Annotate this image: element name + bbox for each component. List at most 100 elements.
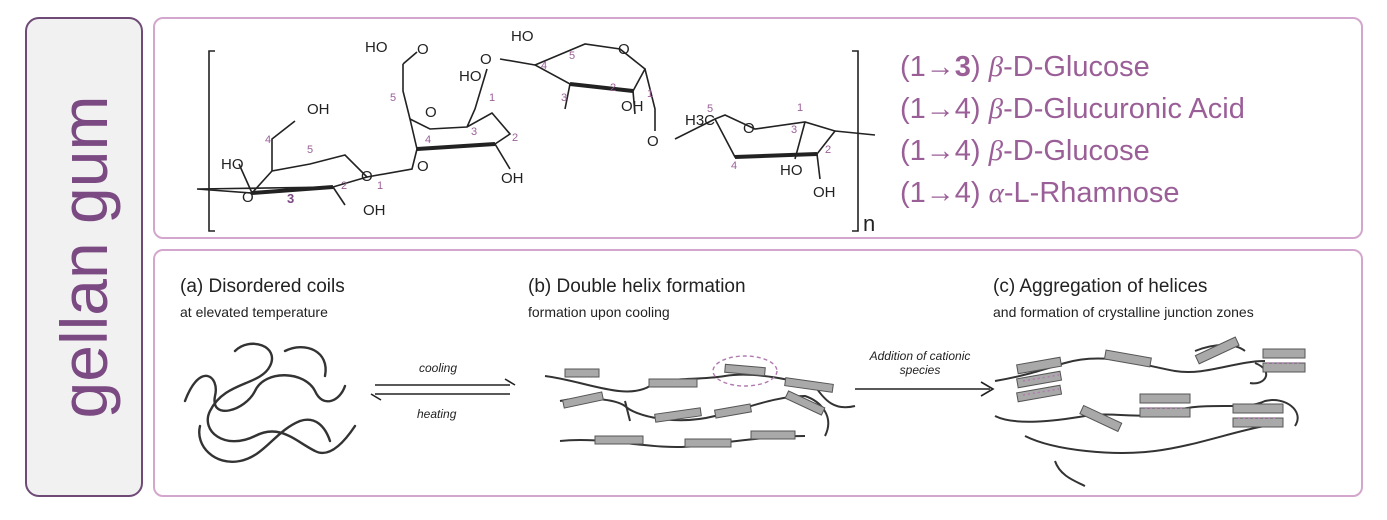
atom-number: 1 — [489, 92, 495, 104]
legend-rest: -D-Glucose — [1003, 135, 1150, 167]
hooc-label: HO — [365, 39, 388, 56]
junction-zones — [1022, 362, 1301, 419]
helix-rod — [1016, 384, 1063, 403]
atom-number: 4 — [731, 160, 737, 172]
helix-rod — [1232, 403, 1284, 414]
o-ring3-label: O — [618, 41, 630, 58]
o-left-label: O — [242, 189, 254, 206]
ho-r-label: HO — [780, 162, 803, 179]
oh-g3-label: OH — [621, 98, 644, 115]
helix-rod — [784, 377, 834, 393]
helix-rod — [784, 390, 826, 416]
atom-number: 4 — [541, 60, 547, 72]
helix-rod — [684, 438, 732, 448]
atom-number: 3 — [791, 124, 797, 136]
atom-number: 2 — [512, 132, 518, 144]
aggregated-network — [994, 336, 1306, 487]
legend-rest: -L-Rhamnose — [1003, 177, 1180, 209]
atom-number: 2 — [825, 144, 831, 156]
cooling-label: cooling — [419, 361, 458, 375]
helix-rod — [1016, 356, 1063, 375]
helix-rod — [1016, 370, 1063, 389]
stage-b-subtitle: formation upon cooling — [528, 304, 670, 320]
legend-item-1: (1→3) β-D-Glucose — [900, 51, 1150, 84]
legend-prefix: (1→4) — [900, 93, 989, 125]
oh-g1-label: OH — [363, 202, 386, 219]
o-link-top-label: O — [480, 51, 492, 68]
legend-greek: β — [988, 51, 1004, 83]
cationic-line-2: species — [899, 363, 941, 377]
helix-rod — [1103, 349, 1152, 368]
helix-rod — [1139, 407, 1191, 418]
ho-left-label: HO — [221, 156, 244, 173]
o-ring4-label: O — [743, 120, 755, 137]
atom-number: 4 — [425, 134, 431, 146]
o-link3-label: O — [647, 133, 659, 150]
atom-number: 5 — [390, 92, 396, 104]
double-helix-highlight — [712, 355, 778, 387]
atom-number: 4 — [265, 134, 271, 146]
helix-rod — [648, 378, 698, 388]
atom-number: 3 — [287, 191, 294, 206]
helix-rod — [724, 363, 766, 377]
structure-panel: HO O HO HO O OH HO O O O OH OH O O OH O … — [153, 17, 1363, 239]
ho-center-label: HO — [459, 68, 482, 85]
heating-label: heating — [417, 407, 457, 421]
oh-r-label: OH — [813, 184, 836, 201]
legend-item-4: (1→4) α-L-Rhamnose — [900, 177, 1180, 210]
o-link1-label: O — [417, 158, 429, 175]
atom-number: 1 — [647, 88, 653, 100]
left-bracket — [208, 50, 215, 232]
cationic-line-1: Addition of cationic — [869, 349, 971, 363]
helix-rod — [713, 403, 753, 419]
atom-number: 1 — [797, 102, 803, 114]
helix-rod — [1232, 417, 1284, 428]
helix-rod — [1262, 348, 1306, 359]
legend-rest: -D-Glucuronic Acid — [1003, 93, 1245, 125]
legend-prefix: (1→4) — [900, 135, 989, 167]
stage-a-title: (a) Disordered coils — [180, 276, 345, 297]
atom-number: 5 — [307, 144, 313, 156]
mechanism-diagram — [183, 336, 1306, 487]
legend-greek: β — [988, 135, 1004, 167]
atom-number: 3 — [561, 92, 567, 104]
helix-rod — [594, 435, 644, 445]
double-helix-network — [544, 355, 856, 449]
repeat-n-label: n — [863, 211, 875, 236]
equilibrium-arrows — [370, 378, 516, 401]
helix-rod — [1079, 404, 1123, 433]
helix-rod — [564, 368, 600, 378]
side-label-box: gellan gum — [25, 17, 143, 497]
stage-a-subtitle: at elevated temperature — [180, 304, 328, 320]
side-title: gellan gum — [47, 95, 121, 419]
helix-rod — [1194, 336, 1240, 365]
carbonyl-o-label: O — [417, 41, 429, 58]
atom-number: 2 — [341, 180, 347, 192]
legend-rest: -D-Glucose — [1003, 51, 1150, 83]
atom-number: 2 — [610, 82, 616, 94]
disordered-coils — [183, 342, 357, 463]
atom-number: 5 — [569, 50, 575, 62]
cationic-arrow — [855, 381, 995, 397]
legend-greek: α — [988, 177, 1004, 209]
oh-g2-label: OH — [501, 170, 524, 187]
legend-suffix: ) — [970, 51, 989, 83]
atom-number: 5 — [707, 103, 713, 115]
structure-diagram: HO O HO HO O OH HO O O O OH OH O O OH O … — [196, 28, 875, 236]
right-bracket — [852, 50, 859, 232]
legend-item-2: (1→4) β-D-Glucuronic Acid — [900, 93, 1245, 126]
helix-rod — [654, 407, 702, 423]
legend-prefix: (1→4) — [900, 177, 989, 209]
atom-number: 3 — [471, 126, 477, 138]
helix-rod — [1262, 362, 1306, 373]
stage-c-subtitle: and formation of crystalline junction zo… — [993, 304, 1254, 320]
helix-rod — [1139, 393, 1191, 404]
atom-number: 1 — [377, 180, 383, 192]
ho-top-label: HO — [511, 28, 534, 45]
mechanism-panel: (a) Disordered coils at elevated tempera… — [153, 249, 1363, 497]
helix-rod — [750, 430, 796, 440]
stage-b-title: (b) Double helix formation — [528, 276, 746, 297]
oh-left-label: OH — [307, 101, 330, 118]
cationic-label: Addition of cationic species — [855, 349, 985, 377]
h3c-label: H3C — [685, 112, 715, 129]
